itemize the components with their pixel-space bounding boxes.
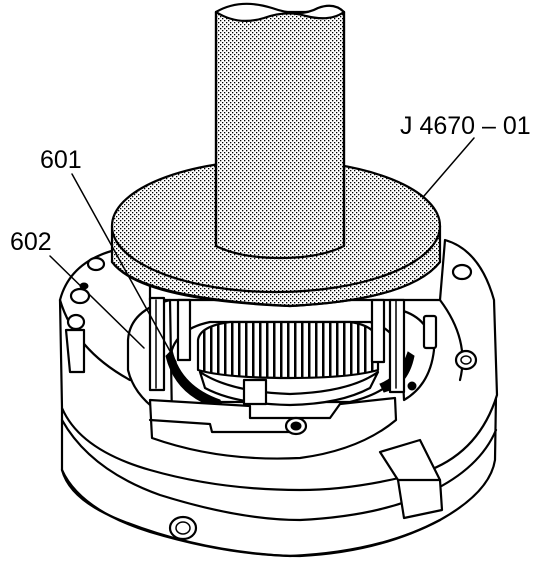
callout-leaders [49, 137, 475, 363]
leader-602 [49, 255, 145, 349]
leader-601 [71, 173, 177, 363]
front-plate [148, 378, 398, 460]
leader-tool [423, 137, 475, 197]
tool-j4670-01 [110, 2, 442, 308]
tool-shaft [214, 10, 346, 260]
tool-legs [148, 296, 406, 394]
callout-tool-label: J 4670 – 01 [400, 112, 531, 140]
base-port-hole [168, 515, 198, 541]
callout-601-label: 601 [40, 146, 82, 174]
spring-band [196, 320, 380, 380]
callout-602-label: 602 [10, 228, 52, 256]
